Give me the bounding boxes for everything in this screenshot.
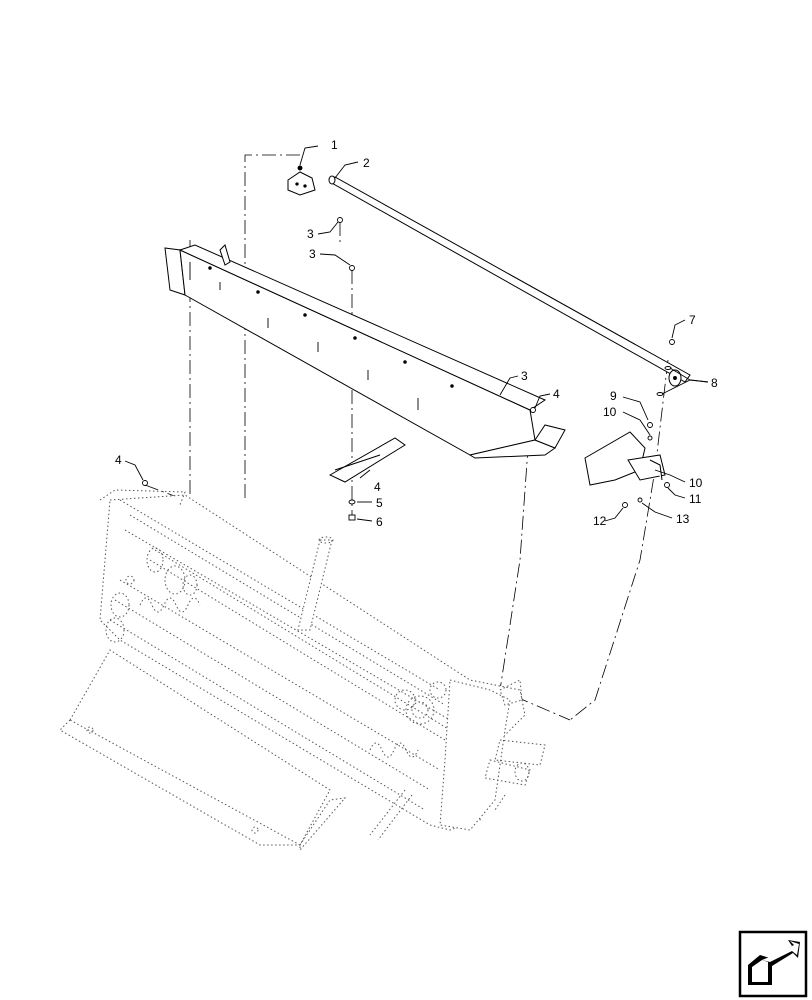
callout-3-lower: 12 [593,514,607,528]
bolt-6 [349,265,355,271]
callout-11: 2 [363,156,370,170]
callout-10-right: 8 [711,376,718,390]
callout-6: 3 [309,247,316,261]
bolt-3-lower [622,502,628,508]
callout-12: 1 [331,138,338,152]
callout-2: 10 [689,476,703,490]
part-2-bracket [584,431,666,486]
callout-4-right-upper: 9 [610,389,617,403]
callout-3-upper: 3 [307,227,314,241]
washer-10-mid [647,435,653,441]
callout-3-middle: 4 [553,387,560,401]
callout-9: 6 [376,515,383,529]
callout-5: 4 [374,480,381,494]
next-page-arrow-icon[interactable] [738,930,808,998]
hardware [142,217,675,521]
nut-9 [348,514,356,521]
bolt-4-right-upper [647,422,653,428]
part-12-bracket [287,165,316,196]
shield-holes [208,266,454,388]
part-11-rod [328,175,691,387]
callout-1: 3 [521,369,528,383]
callout-7: 5 [376,496,383,510]
shield-slots [219,282,419,410]
callout-13: 7 [689,313,696,327]
bolt-3-middle [530,407,536,413]
bolt-13 [669,339,675,345]
bolt-4-left [142,480,148,486]
roller-assembly-base [59,489,546,852]
bolt-3-upper [337,217,343,223]
nut-8 [637,497,643,503]
callout-10-mid: 10 [603,405,617,419]
washer-7 [348,499,356,505]
callout-8: 13 [676,512,690,526]
callout-4-left: 4 [115,453,122,467]
part-1-shield [164,244,566,459]
leader-lines [124,145,709,522]
bolt-4-right-lower [664,482,670,488]
washer-10-upper [664,366,672,370]
part-5-plate [328,437,406,483]
callout-labels: 1 2 3 3 3 4 4 4 5 6 7 8 9 10 10 11 12 13 [115,138,718,529]
callout-4-right-lower: 11 [689,492,702,506]
